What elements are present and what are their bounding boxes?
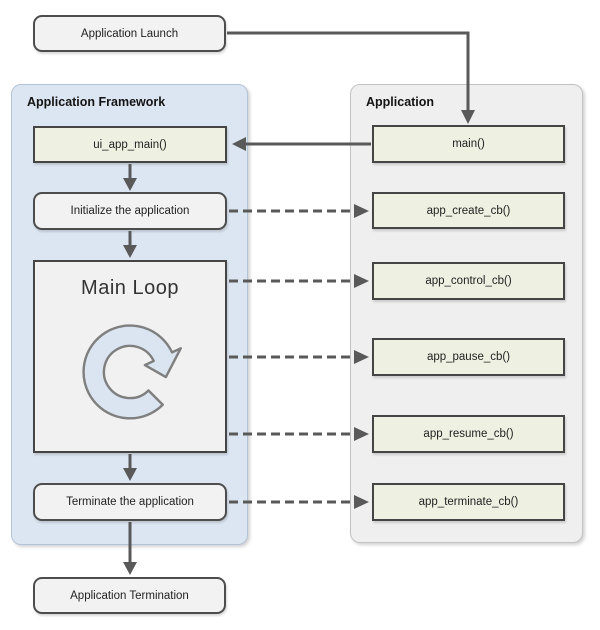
app-terminate-cb-label: app_terminate_cb() — [418, 496, 519, 508]
app-create-cb-label: app_create_cb() — [426, 204, 511, 217]
dashed-arrow-terminate-to-app-terminate — [229, 495, 369, 509]
app-resume-cb-box: app_resume_cb() — [372, 415, 565, 453]
app-control-cb-box: app_control_cb() — [372, 262, 565, 300]
application-termination-label: Application Termination — [70, 589, 189, 602]
framework-title: Application Framework — [27, 95, 166, 109]
loop-arrow-icon — [72, 314, 188, 433]
app-resume-cb-label: app_resume_cb() — [423, 428, 514, 440]
app-pause-cb-label: app_pause_cb() — [426, 351, 511, 363]
application-launch-box: Application Launch — [33, 15, 226, 52]
app-pause-cb-box: app_pause_cb() — [372, 338, 565, 376]
main-loop-label: Main Loop — [81, 277, 179, 299]
app-create-cb-box: app_create_cb() — [372, 192, 565, 229]
application-title: Application — [366, 95, 435, 109]
main-label: main() — [452, 138, 485, 150]
application-termination-box: Application Termination — [33, 577, 226, 614]
dashed-arrow-main-loop-to-app-pause — [229, 350, 369, 364]
ui-app-main-label: ui_app_main() — [93, 138, 167, 151]
initialize-application-box: Initialize the application — [33, 192, 227, 230]
application-launch-label: Application Launch — [80, 27, 179, 40]
terminate-application-label: Terminate the application — [66, 496, 194, 508]
app-terminate-cb-box: app_terminate_cb() — [372, 483, 565, 521]
app-control-cb-label: app_control_cb() — [425, 275, 512, 287]
main-box: main() — [372, 125, 565, 163]
dashed-arrow-initialize-to-app-create — [229, 204, 369, 218]
dashed-arrow-main-loop-to-app-resume — [229, 427, 369, 441]
dashed-arrow-main-loop-to-app-control — [229, 274, 369, 288]
terminate-application-box: Terminate the application — [33, 483, 227, 521]
ui-app-main-box: ui_app_main() — [33, 126, 227, 163]
main-loop-box: Main Loop — [33, 260, 227, 453]
initialize-application-label: Initialize the application — [70, 205, 190, 217]
